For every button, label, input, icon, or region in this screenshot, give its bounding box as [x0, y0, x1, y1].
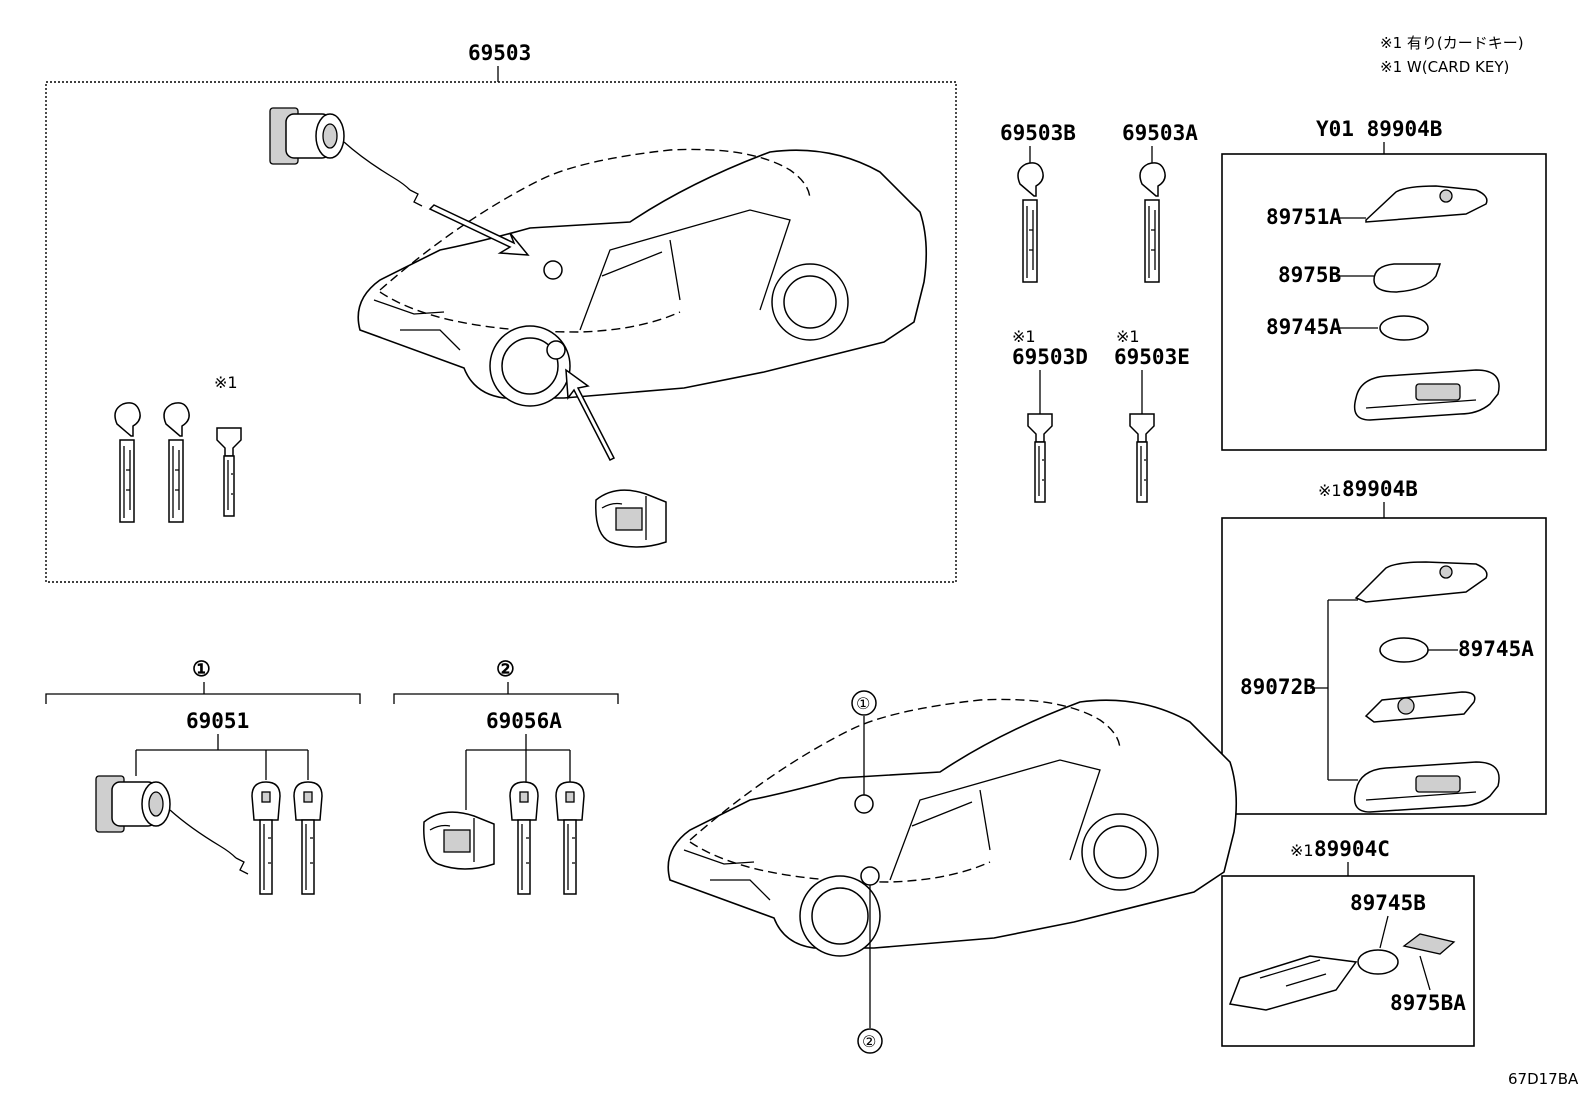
label-Y01-89904B: Y01 89904B: [1316, 117, 1442, 141]
box-Y01-89904B: [1221, 153, 1547, 451]
hardkey-69051-b: [293, 781, 323, 895]
car-illustration-top: [357, 148, 928, 407]
part-89751A-cover: [1365, 185, 1488, 223]
callout-1-label: ①: [192, 657, 211, 681]
box-89904C: [1221, 875, 1475, 1047]
box-89904B: [1221, 517, 1547, 815]
arrow-to-roof: [428, 204, 530, 256]
label-8975B: 8975B: [1278, 263, 1341, 287]
hardkey-69056A-b: [555, 781, 585, 895]
part-fob-case-lower: [1353, 761, 1500, 813]
label-89904B: 89904B: [1342, 477, 1418, 501]
label-89745A-mid: 89745A: [1458, 637, 1534, 661]
locator-dot-bottom-1: [854, 794, 874, 814]
label-8975BA: 8975BA: [1390, 991, 1466, 1015]
key-69503A: [1139, 162, 1166, 283]
part-circuit-board: [1364, 691, 1476, 723]
note-line-1: ※1 有り(カードキー): [1380, 34, 1524, 52]
part-89904B-cover: [1354, 561, 1488, 603]
label-89072B: 89072B: [1240, 675, 1316, 699]
hardkey-69051-a: [251, 781, 281, 895]
locator-dot-top-1: [543, 260, 563, 280]
callout-1-car: ①: [856, 694, 870, 713]
arrow-to-door: [565, 368, 616, 462]
marker-89904C: ※1: [1290, 841, 1314, 860]
label-69503D: 69503D: [1012, 345, 1088, 369]
label-89745B: 89745B: [1350, 891, 1426, 915]
key-69503B: [1017, 162, 1044, 283]
flatkey-top: [216, 427, 242, 517]
locator-dot-bottom-2: [860, 866, 880, 886]
label-89745A-top: 89745A: [1266, 315, 1342, 339]
flatkey-69503E: [1129, 413, 1155, 503]
door-housing-69056A: [423, 811, 495, 870]
callout-2-car: ②: [862, 1032, 876, 1051]
part-card-key: [1228, 955, 1358, 1011]
key-top-1: [114, 402, 141, 523]
lock-cylinder-top: [269, 107, 423, 207]
label-89904C: 89904C: [1314, 837, 1390, 861]
part-8975B-plate: [1373, 263, 1442, 293]
lock-cylinder-69051: [95, 775, 249, 875]
part-fob-top: [1353, 369, 1500, 421]
hardkey-69056A-a: [509, 781, 539, 895]
part-89745A-battery-top: [1379, 315, 1429, 341]
part-8975BA-pad: [1402, 933, 1456, 955]
label-69503: 69503: [468, 41, 531, 65]
marker-top-flatkey: ※1: [214, 373, 238, 392]
locator-dot-top-2: [546, 340, 566, 360]
label-89751A: 89751A: [1266, 205, 1342, 229]
label-69056A: 69056A: [486, 709, 562, 733]
label-69503E: 69503E: [1114, 345, 1190, 369]
door-housing-top: [595, 489, 667, 548]
callout-2-label: ②: [496, 657, 515, 681]
label-69503B: 69503B: [1000, 121, 1076, 145]
key-top-2: [163, 402, 190, 523]
flatkey-69503D: [1027, 413, 1053, 503]
marker-69503E: ※1: [1116, 327, 1140, 346]
marker-69503D: ※1: [1012, 327, 1036, 346]
label-69051: 69051: [186, 709, 249, 733]
diagram-code: 67D17BA: [1508, 1070, 1579, 1088]
marker-89904B: ※1: [1318, 481, 1342, 500]
part-89745B-battery: [1357, 949, 1399, 975]
label-69503A: 69503A: [1122, 121, 1198, 145]
note-line-2: ※1 W(CARD KEY): [1380, 58, 1509, 76]
car-illustration-bottom: [667, 698, 1238, 957]
box-69503: [45, 81, 957, 583]
part-89745A-battery-mid: [1379, 637, 1429, 663]
